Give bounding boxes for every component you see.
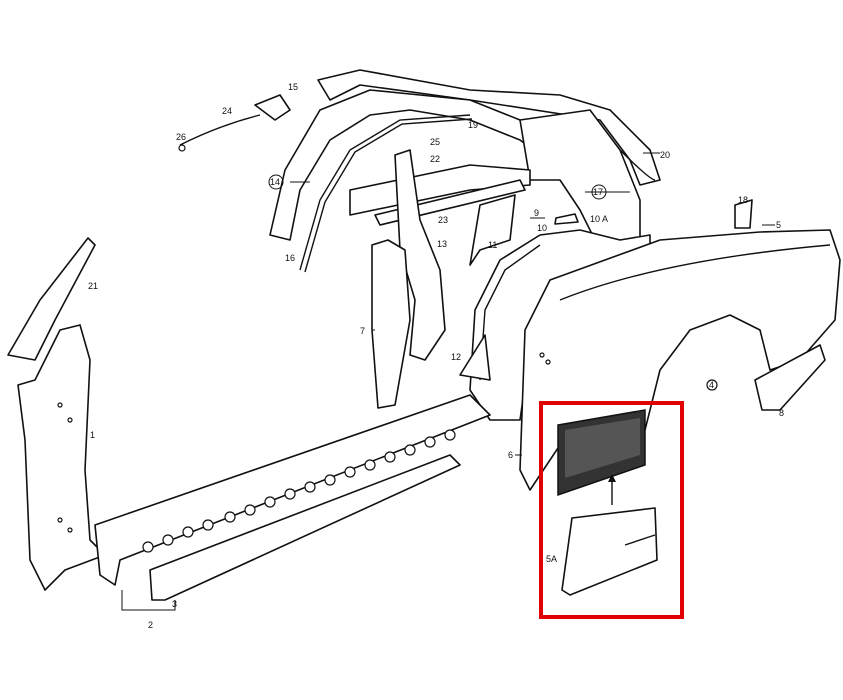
label-5: 5 bbox=[776, 220, 781, 230]
pillars bbox=[371, 149, 516, 409]
label-6: 6 bbox=[508, 450, 513, 460]
label-26: 26 bbox=[176, 132, 186, 142]
highlight-box bbox=[539, 401, 684, 619]
a-pillar bbox=[7, 237, 106, 591]
sill bbox=[94, 394, 491, 611]
label-22: 22 bbox=[430, 154, 440, 164]
label-20: 20 bbox=[660, 150, 670, 160]
label-4: 4 bbox=[709, 380, 714, 390]
label-25: 25 bbox=[430, 137, 440, 147]
label-17: 17 bbox=[593, 187, 603, 197]
repair-panel-group bbox=[539, 401, 684, 619]
label-11: 11 bbox=[488, 240, 497, 250]
trim-parts bbox=[178, 94, 291, 152]
label-16: 16 bbox=[285, 253, 295, 263]
sill-holes bbox=[142, 429, 456, 553]
label-21: 21 bbox=[88, 281, 98, 291]
label-7: 7 bbox=[360, 326, 365, 336]
label-8: 8 bbox=[779, 408, 784, 418]
label-24: 24 bbox=[222, 106, 232, 116]
label-13: 13 bbox=[437, 239, 447, 249]
label-18: 18 bbox=[738, 195, 748, 205]
label-9: 9 bbox=[534, 208, 539, 218]
label-2: 2 bbox=[148, 620, 153, 630]
label-10a: 10 A bbox=[590, 214, 608, 224]
label-19: 19 bbox=[468, 120, 478, 130]
label-5a: 5A bbox=[546, 554, 557, 564]
label-3: 3 bbox=[172, 599, 177, 609]
label-10: 10 bbox=[537, 223, 547, 233]
label-14: 14 bbox=[270, 177, 280, 187]
part-labels: 15 24 26 25 19 20 22 14 17 18 5 23 9 10 … bbox=[88, 82, 784, 630]
label-12: 12 bbox=[451, 352, 461, 362]
label-1: 1 bbox=[90, 430, 95, 440]
label-23: 23 bbox=[438, 215, 448, 225]
label-15: 15 bbox=[288, 82, 298, 92]
